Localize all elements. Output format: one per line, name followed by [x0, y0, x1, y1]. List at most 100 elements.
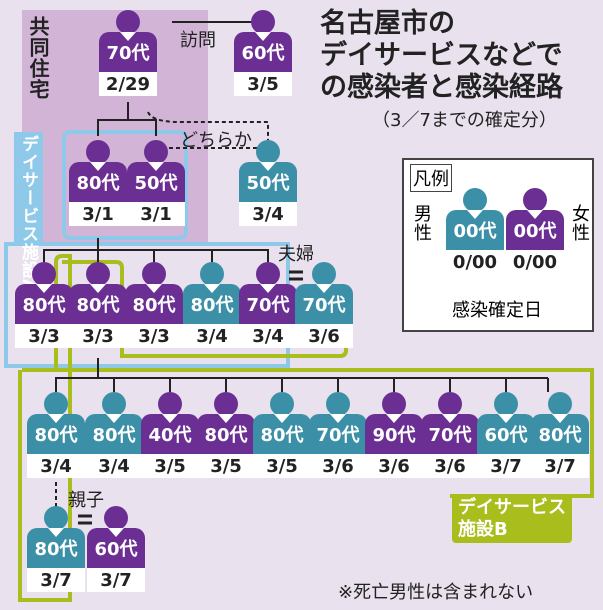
person-age: 70代 [99, 32, 157, 72]
title-line-2: デイサービスなどで [320, 40, 563, 71]
dochiraka-label: どちらか [180, 130, 252, 151]
person-date: 3/5 [234, 72, 292, 96]
person-age: 80代 [183, 284, 241, 324]
person-age: 50代 [127, 162, 185, 202]
person-head [44, 506, 68, 530]
person-head [312, 262, 336, 286]
person-head [32, 262, 56, 286]
person-age: 80代 [15, 284, 73, 324]
person-age: 70代 [421, 414, 479, 454]
person-age: 80代 [253, 414, 311, 454]
person-head [548, 392, 572, 416]
person-age: 70代 [239, 284, 297, 324]
person-head [102, 392, 126, 416]
person-date: 3/1 [69, 202, 127, 226]
person-date: 3/3 [125, 324, 183, 348]
person-date: 3/4 [239, 202, 297, 226]
facility-b-label-line1: デイサービス [458, 497, 566, 518]
person-head [214, 392, 238, 416]
page-title: 名古屋市の デイサービスなどで の感染者と感染経路 [320, 8, 563, 104]
person-date: 3/4 [27, 454, 85, 478]
person-head [158, 392, 182, 416]
person-head [256, 262, 280, 286]
person-date: 3/4 [85, 454, 143, 478]
person-age: 50代 [239, 162, 297, 202]
person-age: 80代 [69, 284, 127, 324]
person-head [494, 392, 518, 416]
person-age: 80代 [85, 414, 143, 454]
person-date: 3/1 [127, 202, 185, 226]
legend: 凡例 男性 女性 00代 0/00 00代 0/00 感染確定日 [402, 158, 594, 332]
person-head [251, 10, 275, 34]
person-head [523, 188, 547, 212]
person-head [44, 392, 68, 416]
person-head [142, 262, 166, 286]
oyako-label: 親子 [68, 490, 104, 511]
connector-lines [43, 21, 549, 525]
person-date: 3/3 [69, 324, 127, 348]
footnote: ※死亡男性は含まれない [338, 582, 534, 603]
person-date: 2/29 [99, 72, 157, 96]
person-age: 80代 [197, 414, 255, 454]
person-head [463, 188, 487, 212]
person-age: 80代 [531, 414, 589, 454]
person-age: 80代 [125, 284, 183, 324]
legend-male-label: 男性 [411, 204, 432, 242]
legend-date-caption: 感染確定日 [452, 300, 542, 321]
person-date: 3/5 [141, 454, 199, 478]
person-age: 70代 [295, 284, 353, 324]
person-head [104, 506, 128, 530]
person-age: 80代 [27, 528, 85, 568]
person-head [86, 262, 110, 286]
fufu-label: 夫婦 [278, 244, 314, 265]
person-date: 3/4 [239, 324, 297, 348]
person-head [86, 140, 110, 164]
person-date: 3/7 [27, 568, 85, 592]
person-head [200, 262, 224, 286]
person-head [144, 140, 168, 164]
person-head [270, 392, 294, 416]
facility-a-box-upper [62, 130, 188, 240]
homon-label: 訪問 [180, 30, 216, 51]
person-date: 3/6 [365, 454, 423, 478]
facility-b-label: デイサービス 施設B [452, 495, 572, 543]
person-age: 00代 [506, 210, 564, 250]
person-date: 3/5 [197, 454, 255, 478]
page-subtitle: （3／7までの確定分） [372, 110, 557, 131]
person-date: 3/3 [15, 324, 73, 348]
person-age: 70代 [309, 414, 367, 454]
person-age: 40代 [141, 414, 199, 454]
legend-female-icon: 00代 0/00 [506, 188, 564, 274]
legend-female-label: 女性 [569, 204, 590, 242]
person-date: 3/5 [253, 454, 311, 478]
legend-title: 凡例 [410, 164, 452, 192]
person-age: 60代 [477, 414, 535, 454]
person-date: 3/6 [309, 454, 367, 478]
person-head [116, 10, 140, 34]
facility-a-label: デイサービス施設A [14, 132, 43, 293]
person-head [382, 392, 406, 416]
person-head [438, 392, 462, 416]
person-age: 80代 [69, 162, 127, 202]
